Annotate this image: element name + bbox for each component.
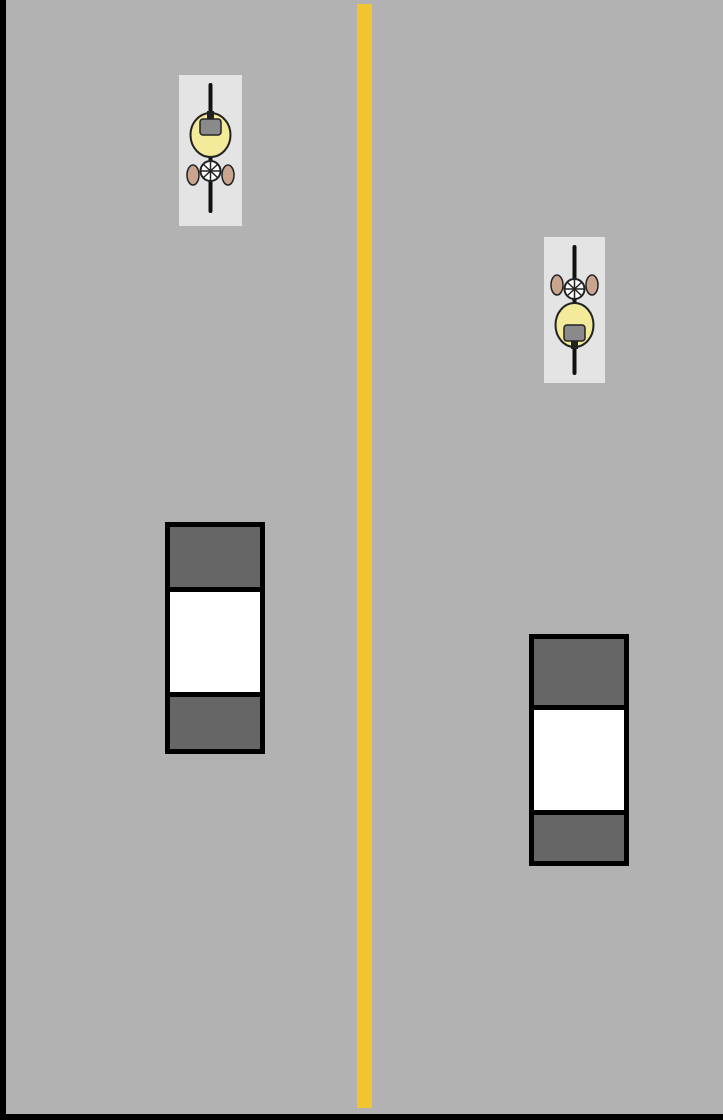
car-window <box>170 587 260 697</box>
car-icon <box>165 522 265 754</box>
cyclist-icon <box>544 237 605 383</box>
cyclist-icon <box>179 75 242 226</box>
car-icon <box>529 634 629 866</box>
center-line <box>357 4 372 1108</box>
cyclist-figure <box>544 237 605 383</box>
cyclist-figure <box>179 75 242 226</box>
car-window <box>534 705 624 815</box>
